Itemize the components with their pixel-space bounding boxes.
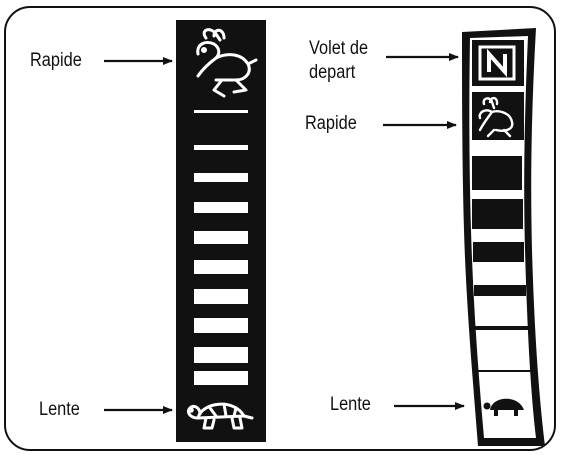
speed-bar [194,202,248,213]
speed-bar [194,289,248,304]
speed-bar [194,347,248,363]
diagram-frame [4,6,556,451]
label-right-slow: Lente [330,394,371,415]
label-right-fast: Rapide [305,113,357,134]
speed-bar [194,371,248,385]
speed-bar [194,110,248,113]
label-left-slow: Lente [39,399,80,420]
rabbit-icon [196,28,258,98]
speed-bar [194,145,248,150]
label-right-choke-line1: Volet de [309,38,369,59]
label-right-choke-line2: depart [309,62,356,83]
speed-bar [194,173,248,182]
label-left-fast: Rapide [30,50,82,71]
speed-bar [194,318,248,333]
rabbit-icon [478,96,514,138]
turtle-icon [483,398,524,416]
throttle-strip-left [176,20,266,442]
speed-bar [194,231,248,244]
turtle-icon [186,402,254,430]
speed-bar [194,260,248,274]
choke-icon [478,45,516,81]
